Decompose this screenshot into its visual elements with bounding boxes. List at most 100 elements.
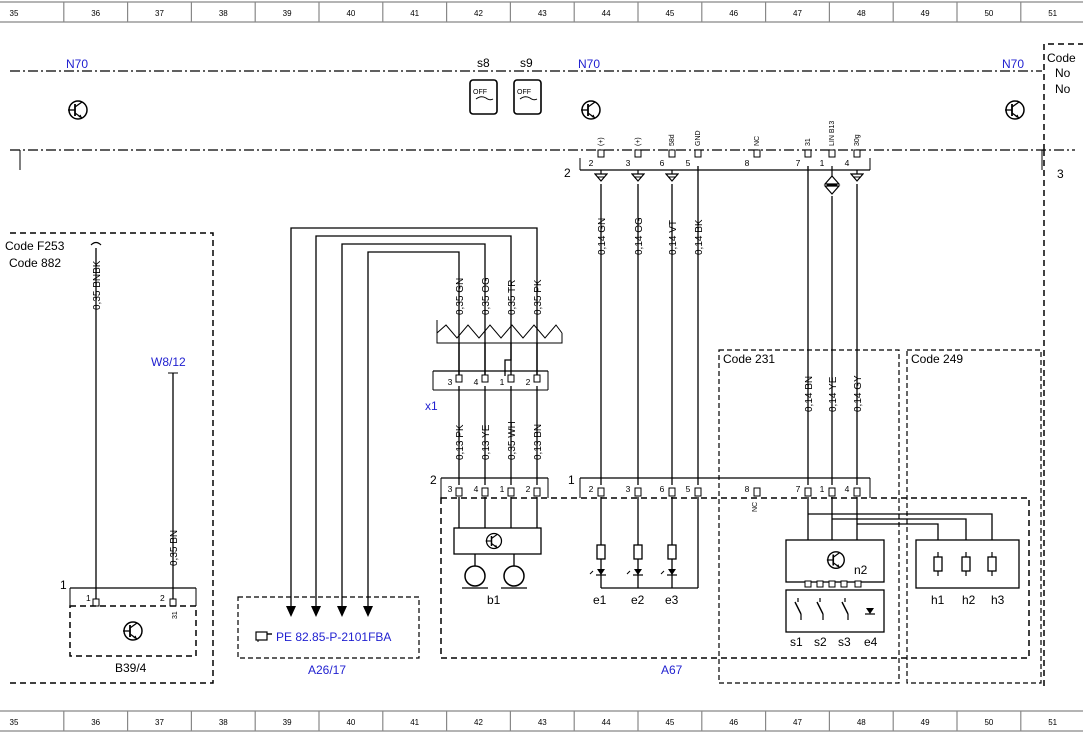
a26-17-reference-link[interactable]: PE 82.85-P-2101FBA [276,630,391,644]
a67-connector-2-label: 2 [430,473,437,487]
ruler-column-number: 46 [729,718,738,727]
ruler-column-number: 39 [283,9,292,18]
ruler-column-number: 44 [602,9,611,18]
right-code-label: Code [1047,51,1076,65]
w8-12-label: W8/12 [151,355,186,369]
h2-label: h2 [962,593,976,607]
top-pin-signal: NC [754,136,761,146]
ruler-column-number: 42 [474,718,483,727]
top-pin-number: 7 [796,158,801,168]
connector-pin [828,149,836,158]
switch-icon [841,598,849,620]
ruler-column-number: 36 [91,718,100,727]
b39-connector-label: 1 [60,578,67,592]
a67-pin-number: 5 [686,484,691,494]
wire-label-c-ye: 0,13 YE [481,424,492,460]
ruler-column-number: 42 [474,9,483,18]
x1-pin-number: 1 [500,377,505,387]
led-icon [660,569,677,576]
ruler-column-number: 43 [538,718,547,727]
b1-label: b1 [487,593,501,607]
wire-label-gy: 0,14 GY [853,375,864,412]
top-connector-label: 2 [564,166,571,180]
wire-label-bk: 0,14 BK [694,219,705,255]
x1-pin-number: 4 [474,377,479,387]
a26-17-label: A26/17 [308,663,346,677]
top-ruler [0,1,1083,23]
transistor-icon [67,100,88,120]
svg-text:OFF: OFF [473,89,487,96]
wire-label-c-wh: 0,35 WH [507,421,518,460]
wire-label-ye: 0,14 YE [828,376,839,412]
ruler-column-number: 37 [155,9,164,18]
n70-label-mid: N70 [578,57,600,71]
b1-module [453,527,542,555]
top-pin-signal: 31 [805,138,812,146]
speaker-icon [503,565,525,587]
ruler-column-number: 41 [410,9,419,18]
s2-label: s2 [814,635,827,649]
switch-block [785,589,885,633]
top-pin-signal: (+) [635,137,642,146]
a67-pin-number: 2 [526,484,531,494]
a26-17-box [237,596,420,659]
ruler-column-number: 48 [857,9,866,18]
ruler-column-number: 50 [984,718,993,727]
ruler-column-number: 47 [793,9,802,18]
ruler-column-number: 51 [1048,718,1057,727]
ruler-column-number: 35 [10,9,19,18]
twisted-pair-symbol [436,324,563,339]
connector-pin [753,149,761,158]
h1-label: h1 [931,593,945,607]
top-pin-number: 3 [626,158,631,168]
left-code-box [10,232,214,684]
ruler-column-number: 43 [538,9,547,18]
a67-pin-number: 3 [626,484,631,494]
h-module [915,539,1020,589]
top-pin-number: 4 [845,158,850,168]
x1-pin-number: 2 [526,377,531,387]
connector-pin [853,149,861,158]
wire-label-b-og: 0,35 OG [481,277,492,315]
top-pin-number: 2 [589,158,594,168]
ruler-columns: 3535363637373838393940404141424243434444… [10,2,1058,731]
a67-label: A67 [661,663,683,677]
wire-label-c-pk: 0,13 PK [455,424,466,460]
connector-pin [634,149,642,158]
a67-pin-number: 3 [448,484,453,494]
wire-label-vt: 0,14 VT [668,220,679,255]
ruler-column-number: 37 [155,718,164,727]
top-pin-number: 8 [745,158,750,168]
top-pin-signal: GND [695,130,702,146]
wire-label-b-pk: 0,35 PK [533,279,544,315]
top-wires [600,166,858,485]
top-pin-signal: 30g [854,134,861,146]
connector-pin [668,149,676,158]
top-pin-number: 6 [660,158,665,168]
s9-label: s9 [520,56,533,70]
wire-label-b-gn: 0,35 GN [455,278,466,315]
n70-label-right: N70 [1002,57,1024,71]
x1-label: x1 [425,399,438,413]
b39-pin-1: 1 [86,593,91,603]
ruler-column-number: 45 [665,718,674,727]
connector-pin [694,149,702,158]
ruler-column-number: 38 [219,718,228,727]
top-pin-signal: (+) [598,137,605,146]
ground-arrow-icon [665,170,679,182]
ruler-column-number: 38 [219,9,228,18]
a67-pin-number: 6 [660,484,665,494]
b39-4-box [69,605,197,657]
ground-arrow-icon [594,170,608,182]
transistor-icon [122,621,143,641]
a67-pin-number: 8 [745,484,750,494]
right-no-label-1: No [1055,66,1071,80]
transistor-icon [580,100,601,120]
a67-nc-label: NC [752,502,759,512]
ruler-column-number: 44 [602,718,611,727]
ruler-column-number: 48 [857,718,866,727]
ruler-column-number: 36 [91,9,100,18]
